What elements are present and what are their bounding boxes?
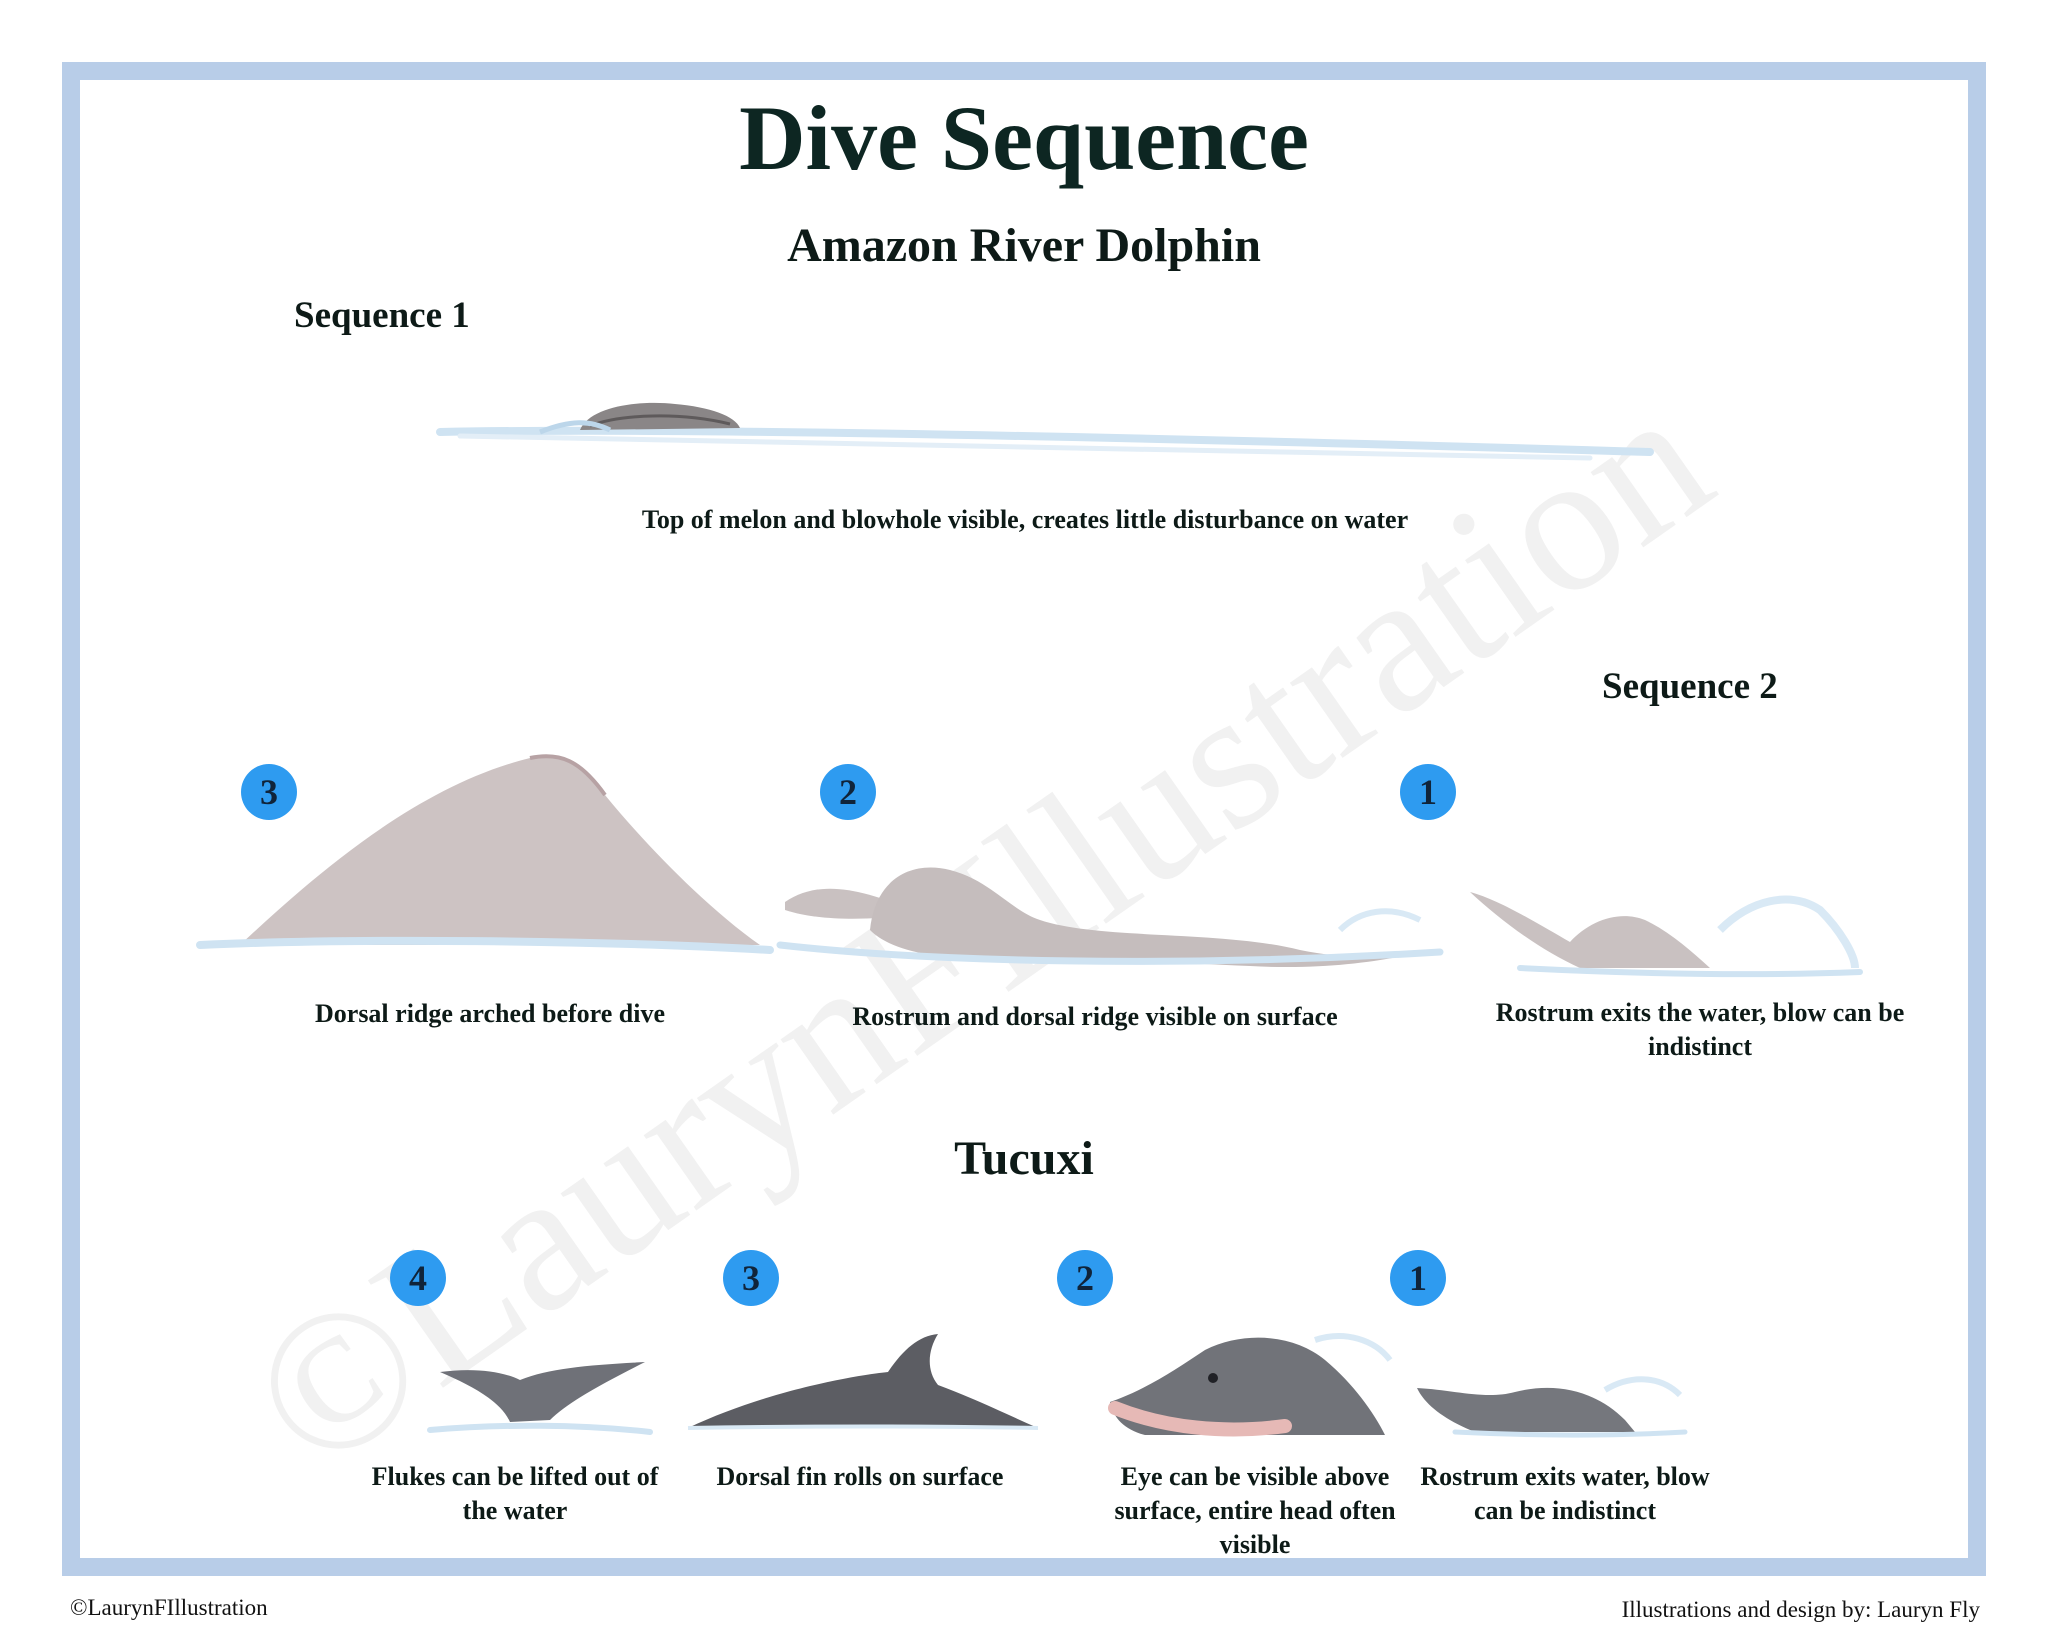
page-title: Dive Sequence bbox=[739, 87, 1309, 189]
tucuxi-head-illustration bbox=[1108, 1333, 1393, 1437]
tucuxi-rostrum-illustration bbox=[1417, 1376, 1688, 1438]
sequence-1-label: Sequence 1 bbox=[294, 295, 470, 336]
flukes-illustration bbox=[427, 1362, 653, 1435]
tucuxi-step-4-caption: Flukes can be lifted out of the water bbox=[371, 1462, 659, 1525]
tucuxi-step-2-caption: Eye can be visible above surface, entire… bbox=[1114, 1462, 1396, 1559]
step-badge: 1 bbox=[1400, 764, 1456, 820]
step-badge: 2 bbox=[820, 764, 876, 820]
rostrum-dorsal-ridge-illustration bbox=[776, 867, 1444, 968]
sequence-2-label: Sequence 2 bbox=[1602, 666, 1778, 707]
melon-blowhole-illustration bbox=[436, 402, 1654, 461]
sequence-2-step-1-caption: Rostrum exits the water, blow can be ind… bbox=[1495, 998, 1905, 1061]
sequence-2-step-3-caption: Dorsal ridge arched before dive bbox=[315, 999, 665, 1028]
tucuxi-heading: Tucuxi bbox=[954, 1132, 1094, 1185]
rostrum-exit-illustration bbox=[1470, 892, 1863, 978]
tucuxi-step-1-caption: Rostrum exits water, blow can be indisti… bbox=[1420, 1462, 1710, 1525]
step-badge: 4 bbox=[390, 1250, 446, 1306]
step-badge: 1 bbox=[1390, 1250, 1446, 1306]
dorsal-ridge-illustration bbox=[196, 754, 774, 954]
page-border bbox=[62, 62, 1986, 1576]
step-badge: 2 bbox=[1057, 1250, 1113, 1306]
sequence-2-step-2-caption: Rostrum and dorsal ridge visible on surf… bbox=[852, 1002, 1338, 1031]
step-badge: 3 bbox=[241, 764, 297, 820]
copyright-text: ©LaurynFIllustration bbox=[70, 1595, 268, 1620]
sequence-1-caption: Top of melon and blowhole visible, creat… bbox=[641, 505, 1409, 534]
tucuxi-step-3-caption: Dorsal fin rolls on surface bbox=[716, 1462, 1004, 1491]
credit-text: Illustrations and design by: Lauryn Fly bbox=[1621, 1597, 1980, 1622]
dorsal-fin-illustration bbox=[687, 1334, 1039, 1430]
step-badge: 3 bbox=[723, 1250, 779, 1306]
page-subtitle: Amazon River Dolphin bbox=[787, 219, 1261, 272]
